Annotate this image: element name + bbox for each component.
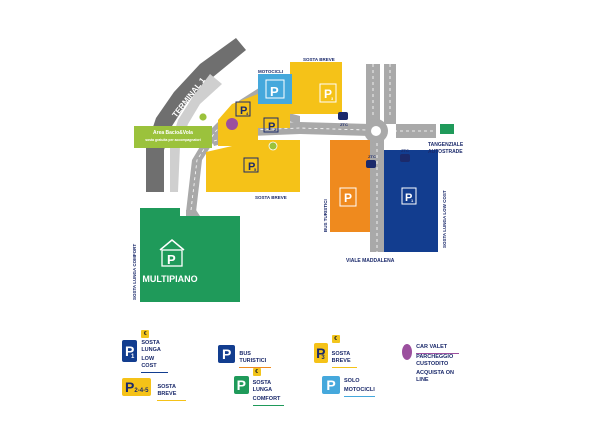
ztc-marker-2: ZTC — [366, 154, 376, 168]
road-to-multipiano — [186, 210, 200, 216]
legend-car-valet: CAR VALET PARCHEGGIO CUSTODITO ACQUISTA … — [402, 344, 460, 386]
east-road — [396, 124, 436, 138]
svg-text:P: P — [268, 121, 275, 133]
multipiano-label: MULTIPIANO — [142, 274, 197, 284]
sign-p4: P 4 — [235, 101, 251, 117]
motocicli-area — [258, 74, 292, 104]
svg-text:1: 1 — [411, 198, 414, 203]
comfort-label: SOSTA LUNGA COMFORT — [132, 244, 137, 300]
low-cost-area — [384, 150, 438, 252]
kiss-fly-icon — [198, 112, 208, 122]
svg-text:ZTC: ZTC — [368, 154, 376, 159]
low-cost-label: SOSTA LUNGA LOW COST — [442, 190, 447, 248]
svg-text:P: P — [324, 87, 332, 101]
svg-text:P: P — [167, 252, 176, 267]
bus-turistici-label: BUS TURISTICI — [323, 199, 328, 232]
sosta-breve-top-label: SOSTA BREVE — [303, 57, 335, 62]
legend-motocicli-icon: P — [322, 376, 340, 394]
svg-text:4: 4 — [246, 111, 249, 116]
svg-text:P: P — [344, 191, 352, 205]
parking-p4-area — [218, 94, 258, 146]
motocicli-label: MOTOCICLI — [258, 69, 283, 74]
svg-text:P: P — [405, 192, 412, 204]
viale-label: VIALE MADDALENA — [346, 258, 395, 264]
euro-badge: € — [331, 335, 340, 343]
legend-comfort-icon: P — [234, 376, 249, 394]
tangenziale-label: TANGENZIALE — [428, 142, 464, 148]
euro-badge: € — [141, 330, 150, 338]
roundabout-center — [371, 126, 381, 136]
legend-bus-icon: P — [218, 345, 236, 363]
bus-turistici-area — [330, 140, 370, 232]
autostrade-label: AUTOSTRADE — [428, 149, 463, 155]
sign-p3: P 3 — [319, 83, 337, 103]
sign-p1: P 1 — [401, 187, 417, 205]
legend-motocicli: P SOLO MOTOCICLI — [322, 376, 375, 397]
parking-p5-area — [206, 140, 300, 192]
car-valet-icon — [402, 344, 413, 360]
multipiano-area — [140, 208, 240, 302]
sign-bus: P — [339, 187, 357, 207]
svg-text:ZTC: ZTC — [401, 148, 409, 153]
svg-text:P: P — [240, 105, 247, 117]
car-valet-marker — [226, 118, 238, 130]
svg-text:P: P — [248, 161, 255, 173]
legend-bus: P BUS TURISTICI — [218, 345, 271, 368]
svg-text:2: 2 — [274, 127, 277, 132]
tangenziale-icon — [440, 124, 454, 134]
svg-text:ZTC: ZTC — [340, 122, 348, 127]
sign-motocicli: P — [265, 79, 285, 99]
kiss-fly-sub: sosta gratuita per accompagnatori — [145, 138, 201, 142]
sosta-breve-bottom-label: SOSTA BREVE — [255, 195, 287, 200]
ztc-marker-1: ZTC — [338, 112, 348, 127]
kiss-fly-box — [134, 126, 212, 148]
kiss-fly-title: Area Bacio&Vola — [153, 130, 193, 136]
kiss-fly-icon-2 — [268, 141, 278, 151]
ztc-marker-3: ZTC — [400, 148, 410, 162]
terminal-building — [146, 38, 246, 192]
euro-badge: € — [252, 368, 261, 376]
sign-multipiano: P — [159, 239, 185, 267]
legend-comfort: P € SOSTA LUNGA COMFORT — [234, 368, 284, 406]
svg-text:3: 3 — [331, 96, 334, 101]
svg-text:5: 5 — [254, 167, 257, 172]
svg-text:P: P — [270, 84, 279, 99]
parking-p3-area — [290, 62, 342, 114]
sign-p5: P 5 — [243, 157, 259, 173]
sign-p2: P 2 — [263, 117, 279, 133]
